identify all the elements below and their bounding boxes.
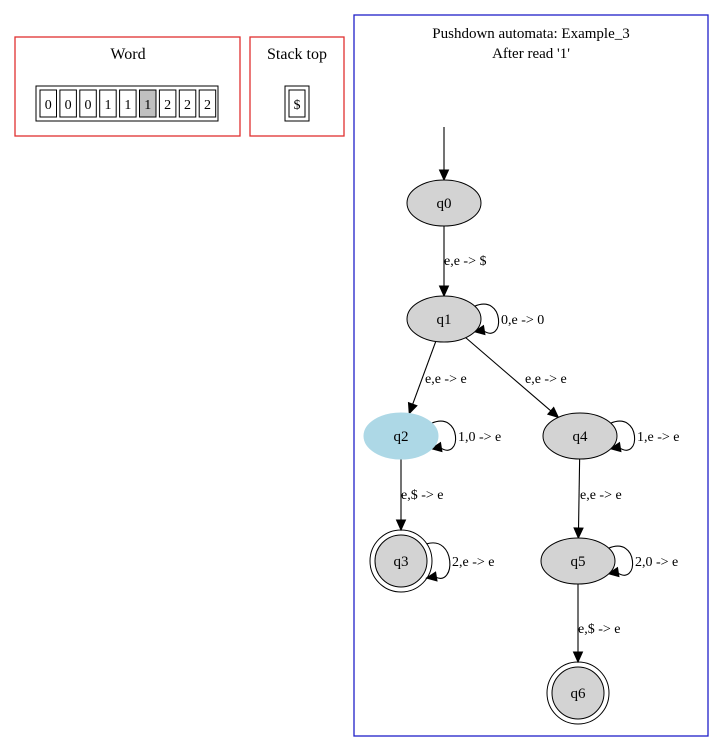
transition-label: e,e -> $ [444,254,487,269]
self-loop-arrowhead [607,566,620,578]
state-label: q6 [571,686,587,702]
transition-edge [465,337,552,412]
transition-label: e,$ -> e [401,488,444,503]
state-q4: q4 [542,412,618,460]
word-cell [119,89,137,118]
word-cell-symbol: 0 [65,98,72,113]
word-tape-border [35,85,219,122]
word-cell-symbol: 1 [104,98,111,113]
word-panel-border [14,36,241,137]
accepting-ring [369,529,433,593]
self-loop-edge [610,420,636,451]
word-cell [59,89,77,118]
word-cell [139,89,157,118]
state-q2: q2 [363,412,439,460]
transition-edges: e,e -> $ 0,e -> 0 e,e -> e e,e -> e 1,0 -> e… [395,127,680,664]
state-node [406,179,482,227]
stack-top-symbol: $ [294,98,301,113]
word-cell [158,89,177,118]
word-cell-symbol: 0 [45,98,52,113]
word-cell [198,89,217,118]
stack-top-outer-border [284,85,310,122]
transition-arrowhead [407,401,418,415]
state-node [406,295,482,343]
word-cell [178,89,197,118]
accepting-ring [546,661,610,725]
automaton-states: q0 q1 q2 q3 q4 q5 q6 [363,179,618,725]
self-loop-edge [474,303,500,334]
state-node [374,534,428,588]
state-label: q2 [394,429,409,445]
self-loop-arrowhead [430,441,443,453]
word-cell-symbol: 2 [164,98,171,113]
word-cell [79,89,97,118]
self-loop-edge [431,420,457,451]
state-label: q4 [573,429,589,445]
self-loop-arrowhead [473,324,486,336]
word-cell-symbol: 0 [85,98,92,113]
transition-arrowhead [438,285,450,298]
self-loop-edge [608,545,634,576]
state-q6: q6 [546,661,610,725]
word-cell-symbol: 1 [124,98,131,113]
transition-arrowhead [546,406,560,419]
stack-panel: Stack top $ [249,36,345,137]
stack-title: Stack top [267,46,327,63]
automaton-panel-border [353,14,709,737]
state-label: q3 [394,554,409,570]
stack-panel-border [249,36,345,137]
state-q3: q3 [369,529,433,593]
state-q0: q0 [406,179,482,227]
transition-arrowhead [573,527,584,540]
transition-label: 2,e -> e [452,555,495,570]
word-cell-symbol: 2 [204,98,211,113]
transition-arrowhead [395,519,407,532]
transition-label: 0,e -> 0 [501,313,544,328]
word-cell [39,89,57,118]
transition-label: 1,e -> e [637,430,680,445]
transition-label: e,e -> e [525,372,567,387]
state-q5: q5 [540,537,616,585]
word-title: Word [110,46,145,63]
transition-label: 2,0 -> e [635,555,678,570]
transition-arrowhead [572,651,584,664]
current-state-node [363,412,439,460]
state-label: q5 [571,554,586,570]
self-loop-arrowhead [425,571,438,582]
word-cell [99,89,117,118]
state-node [542,412,618,460]
self-loop-arrowhead [609,441,622,453]
automaton-title: Pushdown automata: Example_3 [432,26,629,42]
transition-label: 1,0 -> e [458,430,501,445]
state-node [540,537,616,585]
transition-label: e,e -> e [425,372,467,387]
automaton-subtitle: After read '1' [492,46,570,62]
stack-top-cell [288,89,306,118]
state-node [551,666,605,720]
word-cell-symbol: 2 [184,98,191,113]
transition-edge [412,341,437,405]
self-loop-edge [426,542,451,579]
state-label: q0 [437,196,452,212]
state-q1: q1 [406,295,482,343]
transition-label: e,$ -> e [578,622,621,637]
transition-label: e,e -> e [580,488,622,503]
word-cell-symbol: 1 [144,98,151,113]
automaton-panel: Pushdown automata: Example_3 After read … [353,14,709,737]
transition-edge [577,458,581,529]
state-label: q1 [437,312,452,328]
start-arrowhead [438,169,450,182]
